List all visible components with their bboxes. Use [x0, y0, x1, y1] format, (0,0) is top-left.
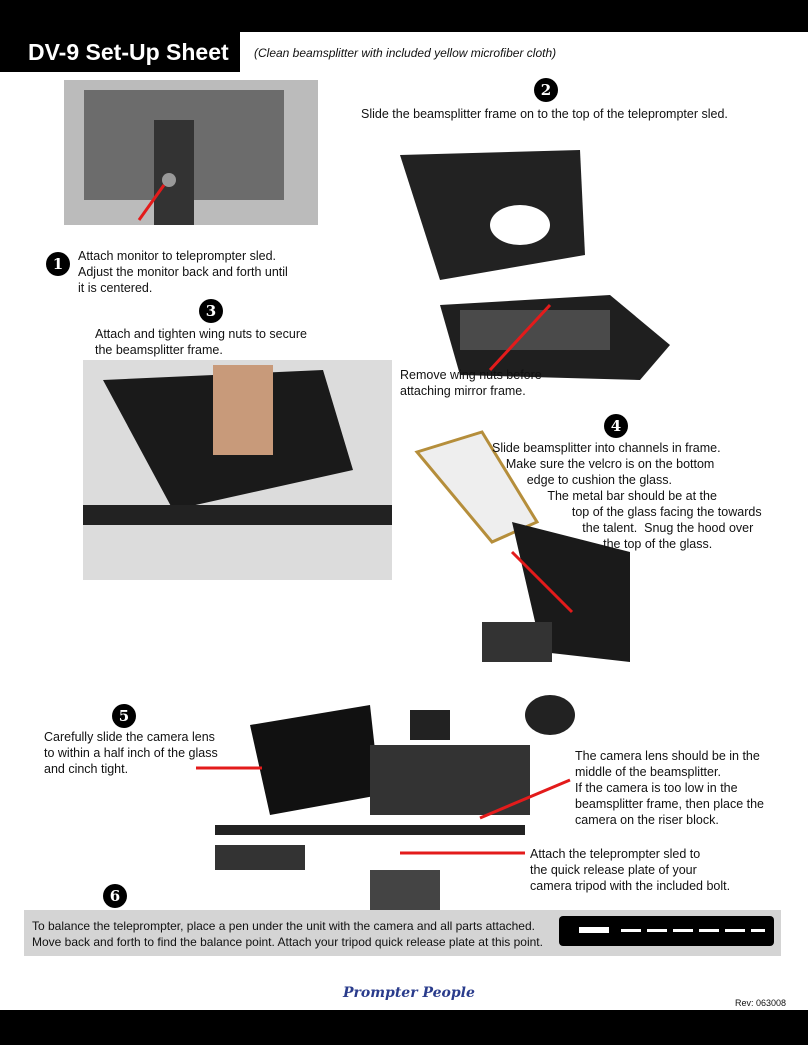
- glass-photo: [412, 402, 630, 670]
- step-number-4: 4: [604, 414, 628, 438]
- page-subtitle: (Clean beamsplitter with included yellow…: [254, 46, 557, 60]
- revision-label: Rev: 063008: [735, 998, 787, 1008]
- wing-nut-photo: [83, 360, 392, 580]
- balance-graphic: [559, 916, 774, 946]
- step-number-6: 6: [103, 884, 127, 908]
- step-number-5: 5: [112, 704, 136, 728]
- balance-panel: To balance the teleprompter, place a pen…: [24, 910, 781, 956]
- page-title: DV-9 Set-Up Sheet: [0, 32, 240, 72]
- header-bar: [0, 0, 808, 32]
- sled-attach-note: Attach the teleprompter sled to the quic…: [530, 847, 731, 893]
- step-2-text: Slide the beamsplitter frame on to the t…: [361, 107, 728, 121]
- step-6-text: To balance the teleprompter, place a pen…: [32, 919, 543, 949]
- step-1-text: Attach monitor to teleprompter sled. Adj…: [78, 249, 288, 295]
- monitor-photo: [64, 80, 318, 225]
- wing-nut-note: Remove wing nuts before attaching mirror…: [400, 368, 542, 398]
- step-number-3: 3: [199, 299, 223, 323]
- frame-photo: [400, 125, 678, 385]
- footer-bar: [0, 1010, 808, 1045]
- camera-photo: [210, 685, 585, 910]
- step-5-text: Carefully slide the camera lens to withi…: [44, 730, 218, 776]
- step-3-text: Attach and tighten wing nuts to secure t…: [95, 327, 307, 357]
- prompter-people-logo: Prompter People: [343, 985, 475, 1001]
- step-number-1: 1: [46, 252, 70, 276]
- camera-lens-note: The camera lens should be in the middle …: [575, 749, 764, 827]
- step-4-text: Slide beamsplitter into channels in fram…: [492, 441, 762, 551]
- step-number-2: 2: [534, 78, 558, 102]
